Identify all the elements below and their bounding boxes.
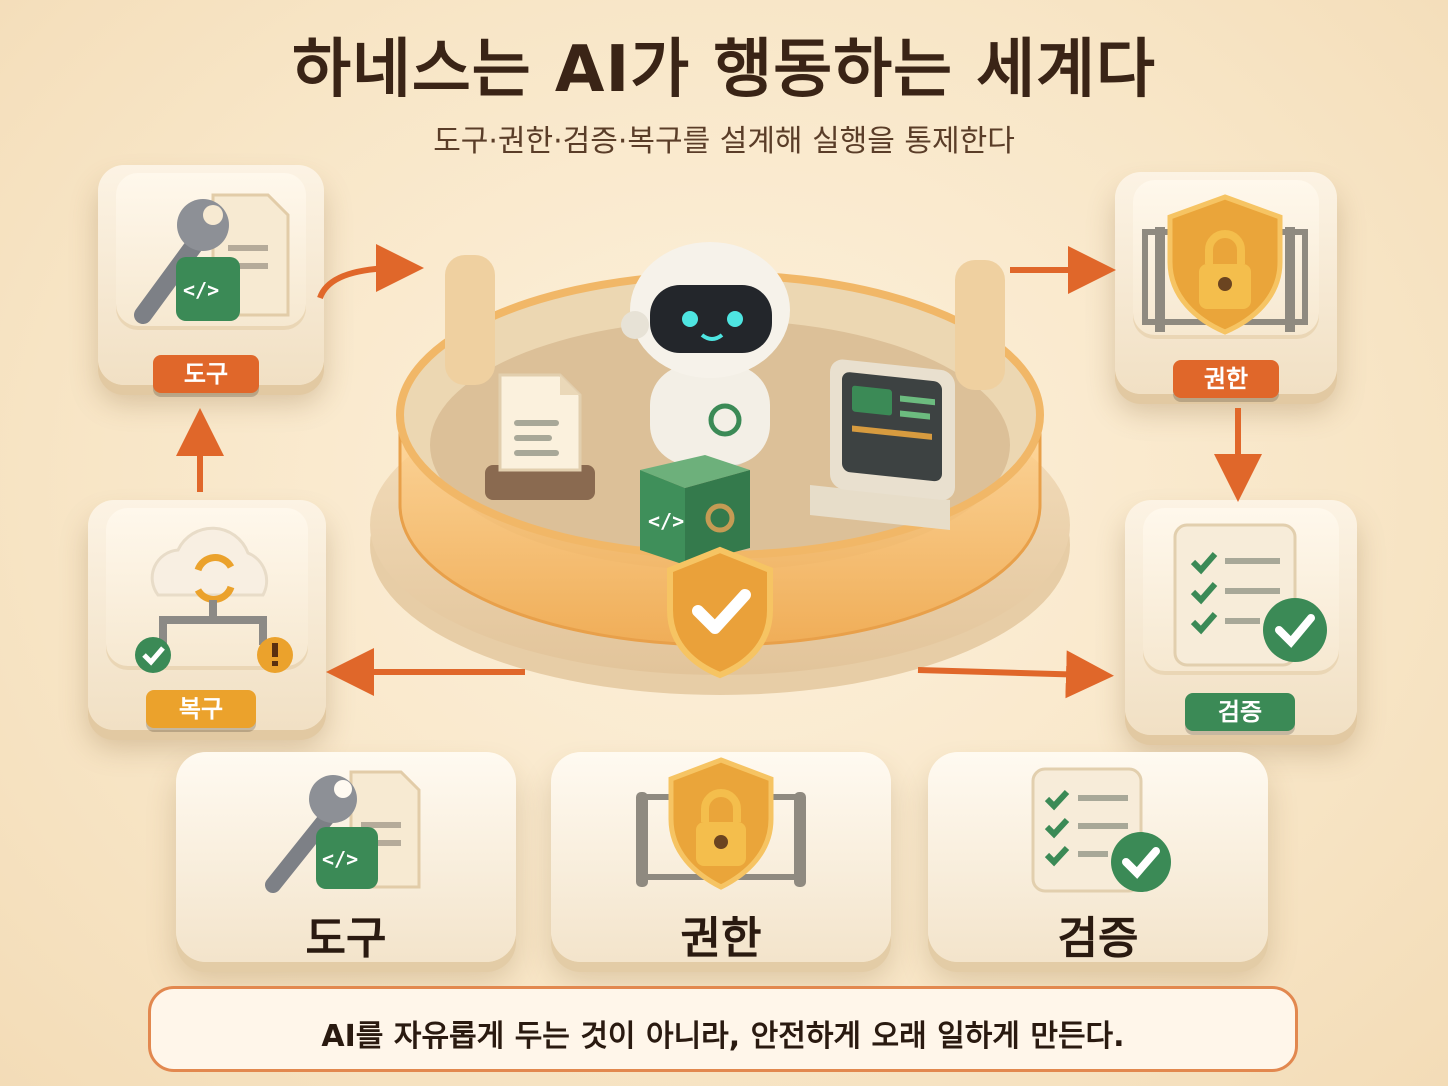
robot-icon — [621, 242, 790, 470]
verification-card[interactable]: 검증 — [928, 752, 1268, 964]
checklist-icon — [1031, 767, 1171, 893]
tools-node[interactable]: </> 도구 — [98, 165, 324, 393]
recovery-node[interactable]: 복구 — [88, 500, 326, 730]
svg-text:</>: </> — [648, 509, 684, 533]
monitor-icon — [810, 359, 955, 530]
bottom-banner: AI를 자유롭게 두는 것이 아니라, 안전하게 오래 일하게 만든다. — [148, 986, 1298, 1072]
svg-text:</>: </> — [183, 278, 219, 302]
document-icon — [485, 373, 595, 500]
arrow-arena-to-verification — [917, 650, 1114, 699]
shield-lock-icon — [1142, 194, 1308, 335]
arrow-tools-to-arena — [317, 244, 424, 300]
permission-label: 권한 — [1173, 360, 1279, 398]
page-subtitle: 도구·권한·검증·복구를 설계해 실행을 통제한다 — [433, 124, 1015, 159]
svg-text:</>: </> — [322, 847, 358, 871]
shield-lock-icon — [636, 757, 806, 890]
checklist-icon — [1173, 523, 1327, 667]
tools-label: 도구 — [153, 355, 259, 393]
permission-node[interactable]: 권한 — [1115, 172, 1337, 398]
wrench-code-icon: </> — [265, 770, 421, 893]
banner-text: AI를 자유롭게 두는 것이 아니라, 안전하게 오래 일하게 만든다. — [321, 1019, 1125, 1054]
tools-card-label: 도구 — [305, 913, 387, 964]
verification-card-label: 검증 — [1057, 913, 1139, 964]
verification-node[interactable]: 검증 — [1125, 500, 1357, 735]
permission-card[interactable]: 권한 — [551, 752, 891, 964]
verification-label: 검증 — [1185, 693, 1295, 731]
tools-card[interactable]: </> 도구 — [176, 752, 516, 964]
wrench-code-icon: </> — [134, 193, 290, 324]
shield-check-icon — [667, 546, 773, 679]
code-cube-icon: </> — [640, 455, 750, 565]
cloud-sync-icon — [135, 526, 293, 673]
recovery-label: 복구 — [146, 690, 256, 728]
page-title: 하네스는 AI가 행동하는 세계다 — [292, 33, 1156, 107]
permission-card-label: 권한 — [680, 913, 762, 964]
